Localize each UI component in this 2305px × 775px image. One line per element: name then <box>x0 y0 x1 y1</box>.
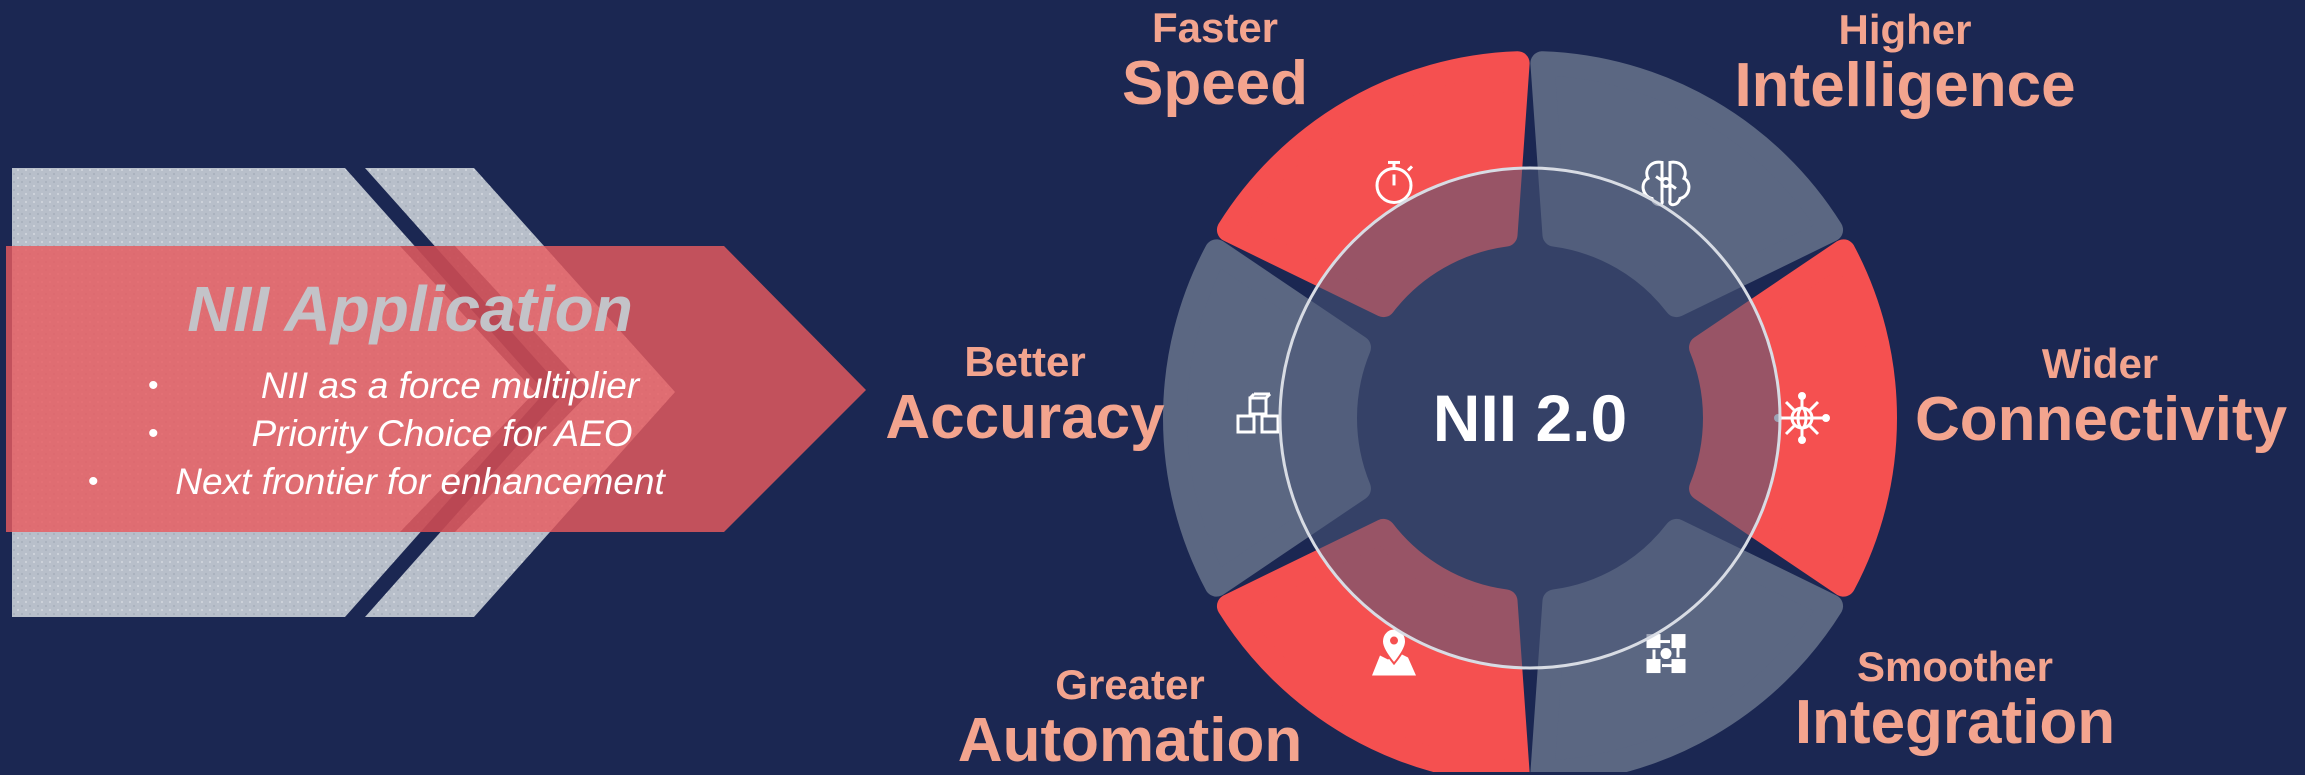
red-arrow <box>6 246 866 532</box>
application-chevron-graphic <box>6 168 866 617</box>
application-title: NII Application <box>187 273 633 345</box>
integration-flow-icon <box>1646 634 1686 674</box>
hub-label: NII 2.0 <box>1432 381 1628 455</box>
stopwatch-icon <box>1375 160 1414 204</box>
arrow-inner-chevron <box>400 246 590 532</box>
hub-circle <box>1278 166 1782 670</box>
bullet-item: •Priority Choice for AEO <box>148 413 633 454</box>
application-bullets: •NII as a force multiplier •Priority Cho… <box>60 362 780 506</box>
network-globe-icon <box>1774 392 1830 444</box>
cubes-icon <box>1236 392 1280 434</box>
bullet-item: •NII as a force multiplier <box>148 365 640 406</box>
bullet-item: •Next frontier for enhancement <box>88 461 665 502</box>
map-pin-icon <box>1372 627 1416 676</box>
